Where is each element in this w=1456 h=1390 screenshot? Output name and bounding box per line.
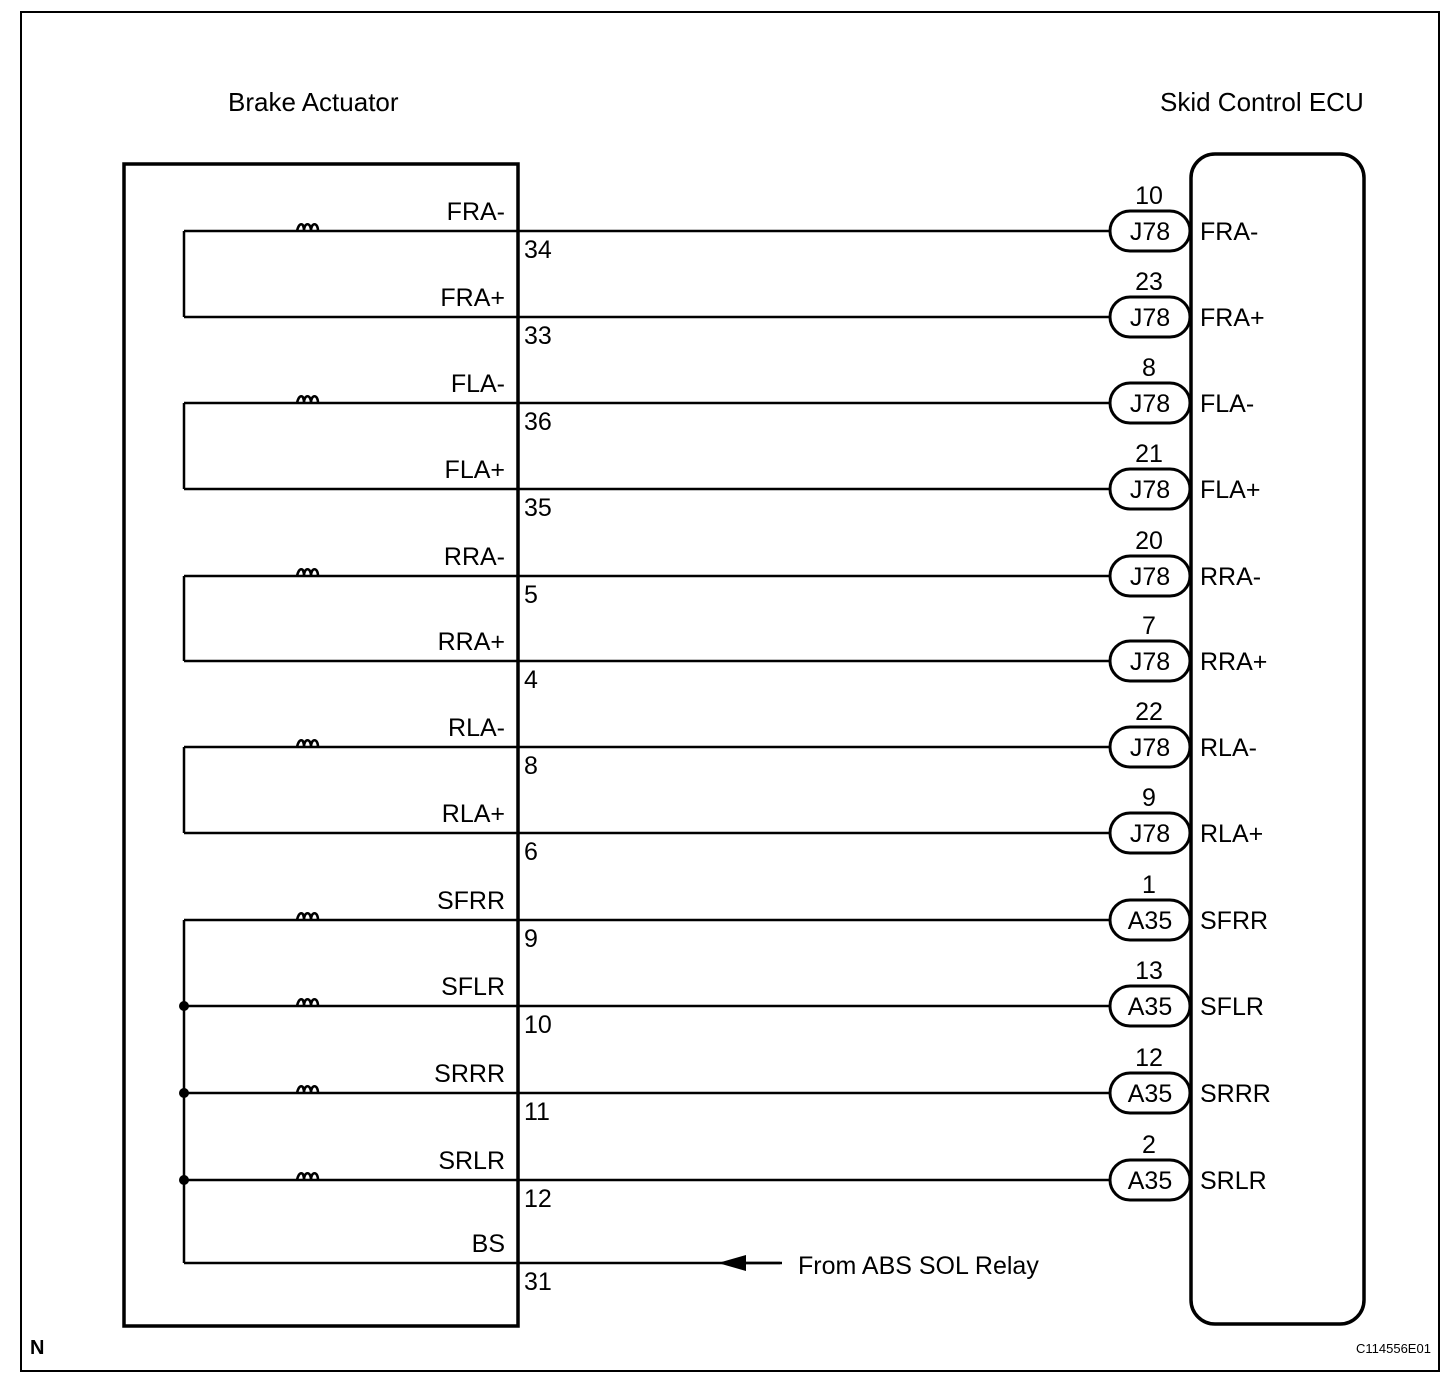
actuator-signal-label: SFRR [437,887,505,915]
connector-id: J78 [1130,734,1170,762]
ecu-pin-number: 13 [1135,957,1163,985]
ecu-terminal-label: SRLR [1200,1167,1267,1195]
actuator-pin-number: 4 [524,666,538,694]
connector-oval [1108,209,1192,253]
actuator-pin-number: 11 [524,1098,550,1126]
ecu-terminal-label: FLA- [1200,390,1254,418]
abs-sol-relay-label: From ABS SOL Relay [798,1252,1039,1280]
ecu-terminal-label: RRA+ [1200,648,1267,676]
connector-oval [1108,984,1192,1028]
coil-icon-2 [295,395,320,404]
ecu-terminal-label: FLA+ [1200,476,1260,504]
actuator-signal-label: RLA- [448,714,505,742]
actuator-signal-label: FLA- [451,370,505,398]
skid-control-ecu-box [1189,152,1366,1326]
coil-icon-6 [295,739,320,748]
connector-oval [1108,554,1192,598]
connector-oval [1108,898,1192,942]
ecu-pin-number: 12 [1135,1044,1163,1072]
connector-oval [1108,295,1192,339]
ecu-pin-number: 7 [1142,612,1156,640]
connector-id: A35 [1128,993,1172,1021]
coil-icon-4 [295,568,320,577]
ecu-pin-number: 20 [1135,527,1163,555]
junction-dot [179,1088,189,1098]
connector-id: J78 [1130,563,1170,591]
connector-id: J78 [1130,476,1170,504]
actuator-signal-label: SRRR [434,1060,505,1088]
actuator-pin-number: 31 [524,1268,552,1296]
connector-id: J78 [1130,218,1170,246]
connector-id: J78 [1130,390,1170,418]
coil-icon-11 [295,1172,320,1181]
junction-dot [179,1001,189,1011]
ecu-pin-number: 1 [1142,871,1156,899]
junction-dot [179,1175,189,1185]
connector-id: J78 [1130,304,1170,332]
circuit-group: FRA-34J7810FRA-FRA+33J7823FRA+FLA-36J788… [179,182,1271,1296]
actuator-pin-number: 36 [524,408,552,436]
actuator-signal-label: RRA- [444,543,505,571]
connector-oval [1108,467,1192,511]
ecu-terminal-label: RLA- [1200,734,1257,762]
connector-id: A35 [1128,907,1172,935]
connector-id: A35 [1128,1167,1172,1195]
actuator-signal-label: FLA+ [445,456,505,484]
actuator-signal-label: RLA+ [442,800,505,828]
ecu-terminal-label: RLA+ [1200,820,1263,848]
brake-actuator-box [122,162,520,1328]
connector-id: J78 [1130,820,1170,848]
connector-oval [1108,639,1192,683]
ecu-terminal-label: RRA- [1200,563,1261,591]
corner-letter: N [30,1337,44,1359]
ecu-pin-number: 2 [1142,1131,1156,1159]
ecu-pin-number: 10 [1135,182,1163,210]
ecu-pin-number: 9 [1142,784,1156,812]
actuator-pin-number: 6 [524,838,538,866]
actuator-signal-label: BS [472,1230,505,1258]
skid-control-ecu-title: Skid Control ECU [1160,87,1364,117]
connector-oval [1108,381,1192,425]
actuator-pin-number: 12 [524,1185,552,1213]
coil-icon-9 [295,998,320,1007]
ecu-terminal-label: SRRR [1200,1080,1271,1108]
ecu-terminal-label: SFLR [1200,993,1264,1021]
actuator-signal-label: SRLR [438,1147,505,1175]
connector-id: J78 [1130,648,1170,676]
coil-icon-8 [295,912,320,921]
actuator-pin-number: 34 [524,236,552,264]
actuator-pin-number: 10 [524,1011,552,1039]
actuator-pin-number: 35 [524,494,552,522]
brake-actuator-title: Brake Actuator [228,87,399,117]
ecu-pin-number: 22 [1135,698,1163,726]
connector-oval [1108,1158,1192,1202]
ecu-terminal-label: FRA- [1200,218,1258,246]
connector-id: A35 [1128,1080,1172,1108]
actuator-signal-label: RRA+ [438,628,505,656]
actuator-pin-number: 5 [524,581,538,609]
actuator-pin-number: 8 [524,752,538,780]
connector-oval [1108,811,1192,855]
ecu-terminal-label: SFRR [1200,907,1268,935]
coil-icon-10 [295,1085,320,1094]
figure-code: C114556E01 [1356,1341,1431,1356]
ecu-pin-number: 23 [1135,268,1163,296]
connector-oval [1108,1071,1192,1115]
actuator-pin-number: 33 [524,322,552,350]
arrow-icon [718,1255,746,1271]
coil-icon-0 [295,223,320,232]
connector-oval [1108,725,1192,769]
actuator-signal-label: FRA+ [440,284,505,312]
ecu-pin-number: 8 [1142,354,1156,382]
actuator-signal-label: SFLR [441,973,505,1001]
ecu-terminal-label: FRA+ [1200,304,1265,332]
outer-frame [20,11,1440,1372]
ecu-pin-number: 21 [1135,440,1163,468]
actuator-signal-label: FRA- [447,198,505,226]
actuator-pin-number: 9 [524,925,538,953]
